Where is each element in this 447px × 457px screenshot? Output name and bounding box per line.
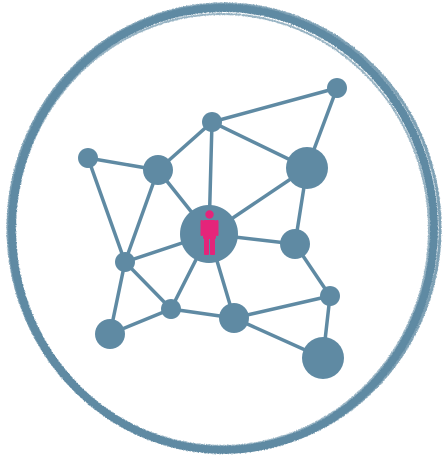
node-icon [302, 337, 344, 379]
person-left-leg [204, 238, 209, 255]
node-icon [115, 252, 135, 272]
node-icon [95, 319, 125, 349]
person-left-arm [200, 220, 203, 236]
ring-stroke-2 [6, 2, 442, 454]
person-head [205, 210, 214, 219]
node-icon [320, 286, 340, 306]
node-icon [202, 112, 222, 132]
node-icon [78, 148, 98, 168]
person-icon [200, 210, 219, 255]
edge [232, 294, 332, 320]
edge [123, 168, 160, 264]
node-icon [286, 147, 328, 189]
person-torso [203, 220, 216, 239]
node-icon [143, 155, 173, 185]
edge [123, 260, 173, 311]
person-right-arm [216, 220, 219, 236]
person-right-leg [210, 238, 215, 255]
node-icon [280, 229, 310, 259]
edge [210, 86, 339, 124]
ring-stroke-1 [8, 4, 438, 454]
edge [86, 156, 127, 264]
node-icon [219, 303, 249, 333]
node-icon [161, 299, 181, 319]
ring-stroke-3 [14, 13, 430, 447]
hand-drawn-circle-icon [6, 2, 442, 454]
node-icon [327, 78, 347, 98]
network-nodes [78, 78, 347, 379]
